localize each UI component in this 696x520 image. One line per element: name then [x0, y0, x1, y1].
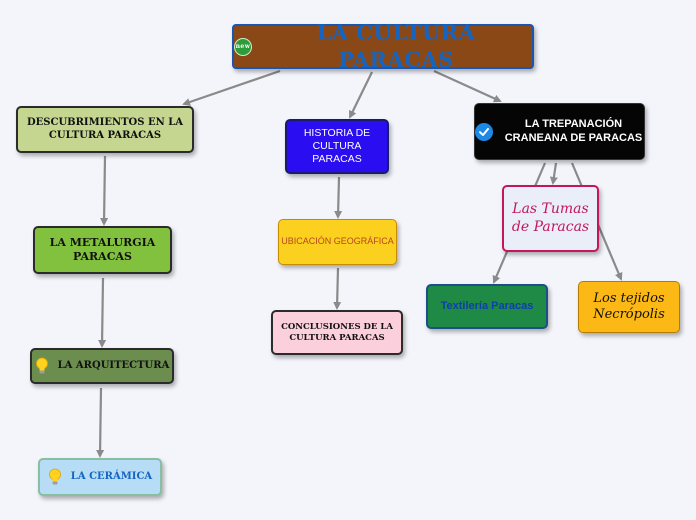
connector-historia-ubicacion	[334, 176, 343, 219]
node-historia[interactable]: HISTORIA DE CULTURA PARACAS	[285, 119, 389, 174]
node-trepanacion-label: LA TREPANACIÓN CRANEANA DE PARACAS	[504, 117, 643, 144]
root-node-title: LA CULTURA PARACAS	[316, 20, 476, 72]
node-ubicacion[interactable]: UBICACIÓN GEOGRÁFICA	[278, 219, 397, 265]
node-descubrimientos-label: DESCUBRIMIENTOS EN LA CULTURA PARACAS	[26, 117, 184, 141]
node-ceramica-label: LA CERÁMICA	[70, 470, 153, 482]
root-node-la-cultura-paracas[interactable]: new LA CULTURA PARACAS	[232, 20, 534, 72]
node-textileria-label: Textilería Paracas	[440, 299, 534, 312]
node-conclusiones[interactable]: CONCLUSIONES DE LA CULTURA PARACAS	[271, 310, 403, 355]
node-trepanacion[interactable]: LA TREPANACIÓN CRANEANA DE PARACAS	[474, 103, 645, 160]
connector-trepanacion-tumas	[549, 162, 558, 185]
node-textileria[interactable]: Textilería Paracas	[426, 284, 548, 329]
new-badge-icon: new	[234, 37, 252, 56]
node-conclusiones-label: CONCLUSIONES DE LA CULTURA PARACAS	[281, 321, 393, 343]
lightbulb-icon	[35, 357, 49, 375]
node-tumas[interactable]: Las Tumas de Paracas	[502, 185, 599, 252]
node-descubrimientos[interactable]: DESCUBRIMIENTOS EN LA CULTURA PARACAS	[16, 106, 194, 153]
node-ceramica[interactable]: LA CERÁMICA	[38, 458, 162, 496]
connector-root-trepanacion	[433, 69, 502, 103]
node-ubicacion-label: UBICACIÓN GEOGRÁFICA	[281, 236, 394, 247]
connector-arquitectura-ceramica	[96, 387, 105, 458]
node-metalurgia[interactable]: LA METALURGIA PARACAS	[33, 226, 172, 274]
lightbulb-icon	[48, 468, 62, 486]
connector-ubicacion-conclusiones	[333, 267, 342, 310]
node-arquitectura[interactable]: LA ARQUITECTURA	[30, 348, 174, 384]
node-tumas-label: Las Tumas de Paracas	[511, 201, 590, 235]
node-historia-label: HISTORIA DE CULTURA PARACAS	[303, 126, 371, 166]
connector-root-historia	[349, 71, 373, 119]
node-metalurgia-label: LA METALURGIA PARACAS	[49, 236, 156, 263]
node-tejidos-label: Los tejidos Necrópolis	[593, 290, 665, 322]
check-circle-icon	[475, 122, 493, 141]
connector-root-descubrimientos	[182, 69, 281, 106]
node-arquitectura-label: LA ARQUITECTURA	[57, 359, 170, 371]
connector-metalurgia-arquitectura	[98, 277, 107, 348]
connector-descubrimientos-metalurgia	[100, 155, 109, 226]
node-tejidos[interactable]: Los tejidos Necrópolis	[578, 281, 680, 333]
